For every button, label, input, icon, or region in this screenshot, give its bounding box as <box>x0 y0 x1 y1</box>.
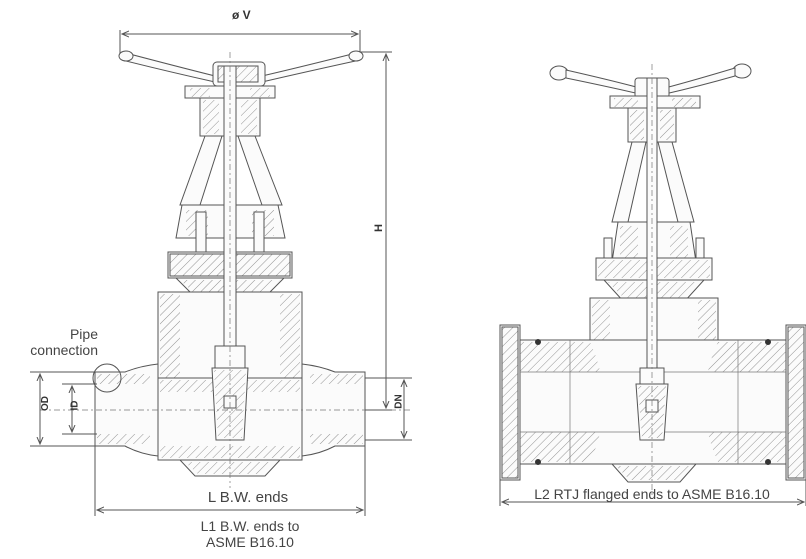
l1-label-line1: L1 B.W. ends to <box>200 518 300 534</box>
dimension-id-label: ID <box>69 400 81 411</box>
l-bw-ends-label: L B.W. ends <box>207 489 289 506</box>
l1-label-line2: ASME B16.10 <box>206 534 294 550</box>
left-valve-drawing <box>30 30 412 516</box>
dimension-od-label: OD <box>40 396 51 411</box>
dimension-dn-label: DN <box>393 394 405 409</box>
pipe-label-line1: Pipe <box>69 326 98 342</box>
l1-bw-ends-label: L1 B.W. ends to ASME B16.10 <box>130 518 370 550</box>
l2-rtj-flanged-label: L2 RTJ flanged ends to ASME B16.10 <box>534 486 770 502</box>
pipe-label-line2: connection <box>30 342 98 358</box>
dimension-h-label: H <box>372 224 385 232</box>
right-valve-drawing <box>499 63 806 506</box>
pipe-connection-label: Pipe connection <box>0 326 98 358</box>
dimension-v-label: ø V <box>232 8 251 22</box>
